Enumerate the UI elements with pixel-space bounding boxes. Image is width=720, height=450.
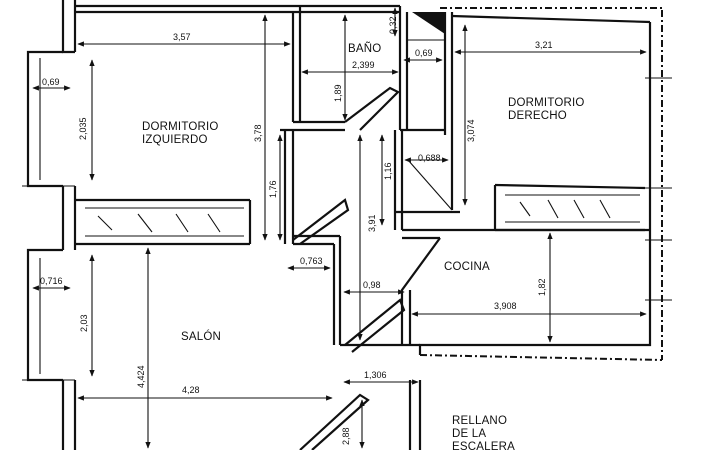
- dimension-lines: [32, 7, 647, 449]
- dim-428: 4,28: [182, 385, 200, 395]
- dim-3074: 3,074: [466, 119, 476, 142]
- dim-032: 0,32: [388, 16, 398, 34]
- dim-2399: 2,399: [352, 60, 375, 70]
- dim-357: 3,57: [173, 32, 191, 42]
- label-rellano-2: DE LA: [452, 428, 486, 440]
- dim-176: 1,76: [268, 180, 278, 198]
- exterior-walls: [22, 0, 672, 450]
- label-dormitorio-derecho-2: DERECHO: [508, 110, 567, 122]
- dim-189: 1,89: [333, 84, 343, 102]
- dim-321: 3,21: [535, 40, 553, 50]
- dim-203: 2,03: [79, 314, 89, 332]
- interior-walls: [75, 6, 650, 450]
- dim-2035: 2,035: [78, 117, 88, 140]
- dim-0688: 0,688: [418, 153, 441, 163]
- dim-182: 1,82: [537, 278, 547, 296]
- dimension-texts: 3,57 0,69 2,035 3,78 1,89 2,399 0,32 0,6…: [40, 16, 553, 445]
- dim-288: 2,88: [341, 427, 351, 445]
- label-dormitorio-izquierdo-1: DORMITORIO: [142, 121, 219, 133]
- label-rellano-1: RELLANO: [452, 415, 507, 427]
- dim-069-left: 0,69: [42, 77, 60, 87]
- label-cocina: COCINA: [444, 261, 490, 273]
- dim-3908: 3,908: [494, 301, 517, 311]
- label-dormitorio-izquierdo-2: IZQUIERDO: [142, 134, 208, 146]
- label-rellano-3: ESCALERA: [452, 441, 515, 450]
- dim-0763: 0,763: [300, 256, 323, 266]
- label-dormitorio-derecho-1: DORMITORIO: [508, 97, 585, 109]
- label-bano: BAÑO: [348, 42, 381, 55]
- dim-378: 3,78: [253, 124, 263, 142]
- room-labels: DORMITORIO IZQUIERDO BAÑO DORMITORIO DER…: [142, 42, 585, 450]
- dim-116: 1,16: [383, 162, 393, 180]
- dim-391: 3,91: [367, 214, 377, 232]
- dim-4424: 4,424: [136, 365, 146, 388]
- dim-069-bath: 0,69: [415, 48, 433, 58]
- dim-1306: 1,306: [364, 370, 387, 380]
- label-salon: SALÓN: [181, 330, 221, 343]
- dim-0716: 0,716: [40, 276, 63, 286]
- dim-098: 0,98: [363, 280, 381, 290]
